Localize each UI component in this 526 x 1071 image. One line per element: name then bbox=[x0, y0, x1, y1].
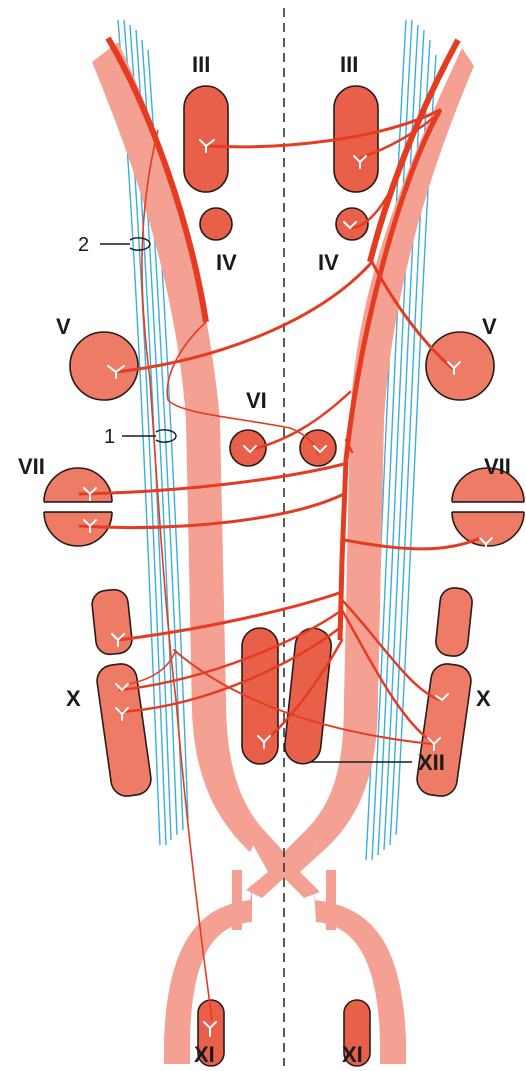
label-IV-left: IV bbox=[216, 250, 237, 275]
nucleus-VII-left-upper bbox=[44, 468, 112, 502]
nucleus-V-right bbox=[426, 332, 494, 400]
label-XI-left: XI bbox=[194, 1042, 215, 1067]
nucleus-IV-left bbox=[200, 208, 232, 240]
label-X-right: X bbox=[476, 686, 491, 711]
nucleus-VII-left-lower bbox=[44, 512, 112, 546]
labels: III III IV IV V V VI VII VII X X XII XI … bbox=[18, 52, 511, 1067]
label-V-right: V bbox=[482, 314, 497, 339]
nucleus-VI-right bbox=[300, 430, 336, 466]
label-VII-left: VII bbox=[18, 454, 45, 479]
label-XII: XII bbox=[418, 750, 445, 775]
callout-label-1: 1 bbox=[104, 426, 115, 448]
label-VII-right: VII bbox=[484, 454, 511, 479]
nucleus-X-right-lower bbox=[415, 662, 473, 798]
callout-label-2: 2 bbox=[78, 234, 89, 256]
nucleus-X-right-upper bbox=[435, 587, 474, 658]
label-III-right: III bbox=[340, 52, 358, 77]
nucleus-V-left bbox=[70, 332, 138, 400]
nucleus-III-left bbox=[184, 86, 228, 192]
nucleus-X-left-upper bbox=[91, 588, 133, 655]
label-III-left: III bbox=[192, 52, 210, 77]
label-IV-right: IV bbox=[318, 250, 339, 275]
label-X-left: X bbox=[66, 686, 81, 711]
label-XI-right: XI bbox=[342, 1042, 363, 1067]
pale-tracts bbox=[92, 42, 474, 1064]
nucleus-X-left-lower bbox=[95, 662, 153, 798]
label-V-left: V bbox=[56, 314, 71, 339]
nucleus-XII-right bbox=[283, 626, 333, 765]
label-VI: VI bbox=[246, 388, 267, 413]
